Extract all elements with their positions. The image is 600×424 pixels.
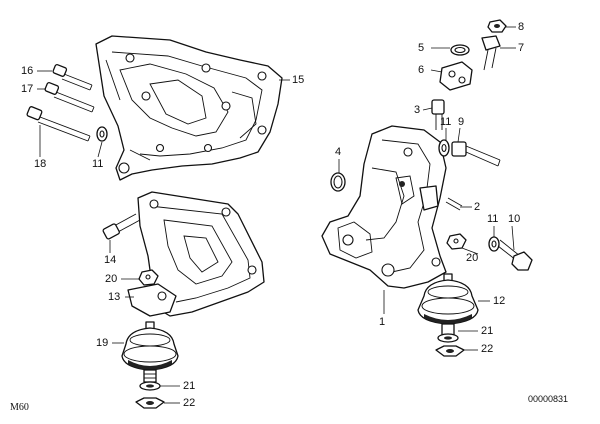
washer-5 [450,44,470,56]
bolt-14 [102,213,141,240]
engine-support-13 [127,191,265,317]
callout-2: 2 [474,201,481,213]
ring-4 [330,172,346,192]
callout-21-right: 21 [481,325,494,337]
callout-15: 15 [292,74,305,86]
washer-21-left [139,381,161,391]
callout-6: 6 [418,64,425,76]
nut-20-right [446,233,467,250]
callout-8: 8 [518,21,525,33]
bolt-18 [26,106,91,142]
bolt-3 [431,99,445,130]
bolt-7 [481,35,501,71]
link-6 [439,61,473,91]
diagram-id: 00000831 [528,394,569,404]
washer-21-right [437,333,459,343]
nut-22-right [435,345,465,357]
callout-17: 17 [21,83,34,95]
bolt-10 [497,239,533,271]
callout-22-left: 22 [183,397,196,409]
callout-19: 19 [96,337,109,349]
callout-11-lower: 11 [487,213,499,225]
callout-21-left: 21 [183,380,196,392]
callout-3: 3 [414,104,421,116]
engine-mount-12 [417,273,479,337]
callout-20-right: 20 [466,252,479,264]
leader-lines [37,26,516,404]
nut-20-left [138,269,159,286]
callout-16: 16 [21,65,34,77]
nut-8 [487,19,507,33]
bolt-16 [52,63,93,91]
callout-14: 14 [104,254,117,266]
engine-bracket-15 [95,35,283,181]
callout-11-left: 11 [92,158,104,170]
callout-10: 10 [508,213,521,225]
callout-9: 9 [458,116,465,128]
callout-20-left: 20 [105,273,118,285]
callout-13: 13 [108,291,121,303]
nut-22-left [135,397,165,409]
washer-11-lower [488,236,500,252]
callout-18: 18 [34,158,47,170]
callout-5: 5 [418,42,425,54]
washer-11-upper [438,139,450,157]
callout-11-upper: 11 [440,116,452,128]
callout-1: 1 [379,316,386,328]
model-label: M60 [10,402,29,413]
bolt-9 [451,141,501,167]
callout-7: 7 [518,42,525,54]
bolt-17 [44,81,95,113]
callout-22-right: 22 [481,343,494,355]
engine-mount-19 [121,321,179,383]
callout-4: 4 [335,146,342,158]
pin-2 [445,197,463,211]
washer-11-left [96,126,108,142]
callout-12: 12 [493,295,506,307]
